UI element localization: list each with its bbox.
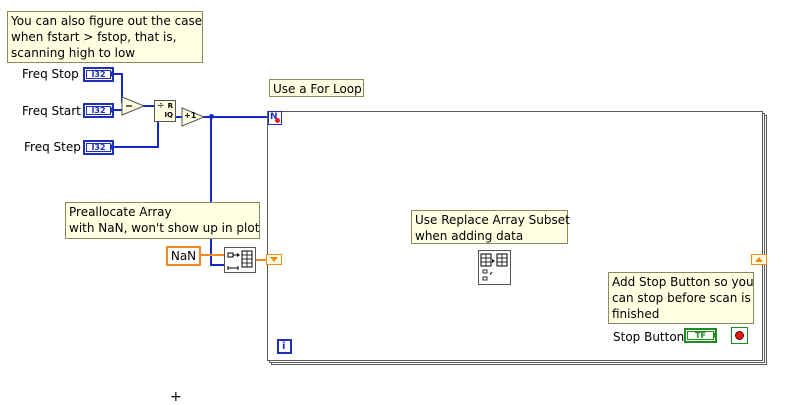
note-scan-case-line-1: You can also figure out the case xyxy=(11,14,203,28)
wire-freq-start xyxy=(113,109,123,111)
note-stop-line-1: Add Stop Button so you xyxy=(612,275,754,289)
subtract-node[interactable] xyxy=(121,96,145,116)
boolean-type-badge: TF xyxy=(687,331,714,340)
arrow-right-icon xyxy=(110,106,114,114)
shift-register-down-icon xyxy=(270,257,278,262)
quotient-remainder-node[interactable]: ÷ R IQ xyxy=(154,100,176,122)
remainder-label: R xyxy=(167,102,173,110)
stop-button-terminal[interactable]: TF xyxy=(684,328,717,343)
stop-button-label: Stop Button xyxy=(613,330,685,344)
wire-junction-dot xyxy=(209,114,214,119)
note-stop-line-2: can stop before scan is xyxy=(612,291,751,305)
freq-step-terminal[interactable]: I32 xyxy=(83,140,114,155)
note-replace-subset-line-2: when adding data xyxy=(415,229,524,243)
shift-register-right[interactable] xyxy=(751,254,767,265)
wire-freq-stop xyxy=(113,73,123,75)
loop-count-label: N xyxy=(270,112,278,122)
increment-node[interactable] xyxy=(181,107,205,127)
arrow-right-icon xyxy=(110,143,114,151)
wire-freq-step-v xyxy=(157,120,159,148)
loop-count-terminal[interactable]: N xyxy=(268,111,282,125)
wire-subtract-out xyxy=(143,105,154,107)
freq-step-label: Freq Step xyxy=(24,140,81,154)
note-replace-subset-line-1: Use Replace Array Subset xyxy=(415,213,570,227)
note-for-loop: Use a For Loop xyxy=(269,79,364,97)
note-scan-case-line-3: scanning high to low xyxy=(11,46,136,60)
note-preallocate: Preallocate Array with NaN, won't show u… xyxy=(65,202,260,239)
stop-condition-icon xyxy=(735,331,744,340)
wire-nan xyxy=(201,254,224,256)
arrow-right-icon xyxy=(110,70,114,78)
loop-stop-terminal[interactable] xyxy=(731,327,748,344)
divide-icon: ÷ xyxy=(157,101,165,111)
replace-array-subset-icon xyxy=(480,253,508,281)
note-scan-case-line-2: when fstart > fstop, that is, xyxy=(11,30,177,44)
increment-label: +1 xyxy=(184,111,197,120)
loop-index-terminal[interactable]: i xyxy=(277,339,292,354)
replace-array-subset-node[interactable] xyxy=(478,250,511,285)
shift-register-up-icon xyxy=(755,257,763,262)
quotient-label: IQ xyxy=(164,111,173,119)
i32-type-badge: I32 xyxy=(86,70,111,79)
wire-branch-down xyxy=(210,117,212,265)
i32-type-badge: I32 xyxy=(86,106,111,115)
note-scan-case: You can also figure out the case when fs… xyxy=(7,11,203,63)
loop-index-label: i xyxy=(282,341,286,352)
note-preallocate-line-2: with NaN, won't show up in plot xyxy=(69,221,260,235)
wire-freq-step xyxy=(113,146,158,148)
wire-count-to-n xyxy=(202,116,268,118)
freq-start-label: Freq Start xyxy=(22,104,81,118)
wire-array-in xyxy=(256,259,268,261)
loop-count-dot-icon xyxy=(275,118,280,123)
crosshair-cursor-icon: + xyxy=(170,389,182,405)
nan-constant[interactable]: NaN xyxy=(166,246,201,266)
note-stop-button: Add Stop Button so you can stop before s… xyxy=(608,272,754,324)
freq-stop-label: Freq Stop xyxy=(22,67,79,81)
wire-divide-out xyxy=(176,116,182,118)
wire-freq-stop-v xyxy=(121,73,123,103)
initialize-array-icon xyxy=(227,250,253,270)
note-preallocate-line-1: Preallocate Array xyxy=(69,205,172,219)
note-stop-line-3: finished xyxy=(612,307,660,321)
arrow-right-icon xyxy=(713,331,717,339)
note-replace-subset: Use Replace Array Subset when adding dat… xyxy=(411,210,570,244)
wire-branch-to-init xyxy=(210,264,224,266)
i32-type-badge: I32 xyxy=(86,143,111,152)
shift-register-left[interactable] xyxy=(266,254,282,265)
initialize-array-node[interactable] xyxy=(224,247,256,273)
